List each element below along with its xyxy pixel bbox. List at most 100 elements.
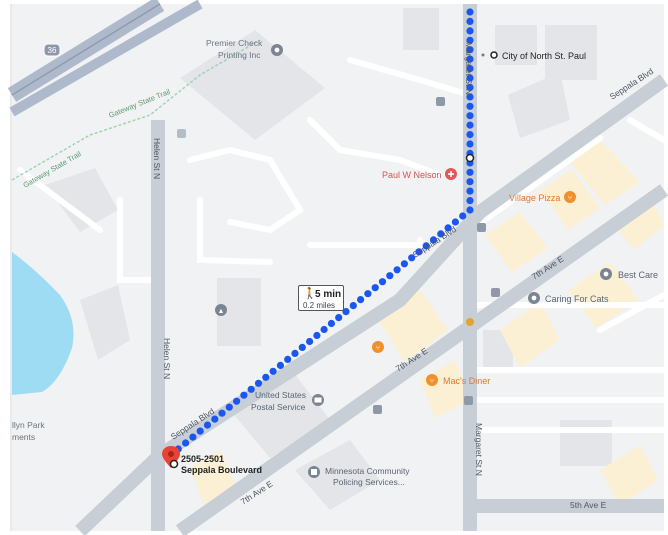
freeway bbox=[7, 0, 203, 117]
route-dot bbox=[444, 224, 452, 232]
svg-text:City of North St. Paul: City of North St. Paul bbox=[502, 51, 586, 61]
destination-dot-icon bbox=[169, 459, 179, 469]
route-dot bbox=[349, 302, 357, 310]
transit-stop-icons[interactable] bbox=[177, 97, 500, 414]
svg-text:Printing Inc: Printing Inc bbox=[218, 50, 261, 60]
svg-text:Policing Services...: Policing Services... bbox=[333, 477, 405, 487]
poi-premier[interactable]: Premier Check Printing Inc bbox=[206, 38, 283, 60]
building-premier bbox=[180, 30, 325, 140]
route-dot bbox=[466, 74, 474, 82]
route-dot bbox=[466, 187, 474, 195]
poi-restaurant-unnamed[interactable]: ⑂ bbox=[372, 341, 384, 353]
bus-stop-icon bbox=[436, 97, 445, 106]
building-southeast bbox=[560, 420, 612, 466]
route-dot bbox=[240, 391, 248, 399]
route-dot bbox=[247, 385, 255, 393]
route-duration-box[interactable]: 🚶 5 min 0.2 miles bbox=[298, 285, 344, 311]
local-roads bbox=[17, 57, 667, 433]
route-dot bbox=[218, 409, 226, 417]
commercial-1 bbox=[568, 140, 640, 205]
poi-dot-icon bbox=[490, 51, 498, 59]
svg-text:United States: United States bbox=[255, 390, 306, 400]
poi-best-care[interactable]: Best Care bbox=[600, 268, 658, 280]
commercial-6 bbox=[568, 262, 638, 328]
traffic-light-icon bbox=[466, 318, 474, 326]
bus-stop-icon bbox=[177, 129, 186, 138]
poi-lyn-park[interactable]: llyn Park ments bbox=[12, 420, 45, 442]
svg-text:Minnesota Community: Minnesota Community bbox=[325, 466, 410, 476]
route-dot bbox=[254, 379, 263, 387]
gateway-trail bbox=[11, 39, 261, 181]
commercial-9 bbox=[600, 445, 658, 505]
road-west-loop bbox=[117, 197, 153, 283]
walking-route bbox=[174, 8, 474, 453]
road-east-diagonal bbox=[597, 292, 667, 333]
road-curve-mid bbox=[307, 117, 443, 178]
svg-text:2505-2501: 2505-2501 bbox=[181, 454, 224, 464]
svg-text:ments: ments bbox=[12, 432, 35, 442]
route-dot bbox=[357, 296, 365, 304]
route-dot bbox=[284, 355, 292, 363]
poi-village-pizza[interactable]: Village Pizza ⑂ bbox=[509, 191, 576, 203]
poi-post-office[interactable]: United States Postal Service bbox=[251, 390, 324, 412]
route-dot bbox=[422, 242, 430, 250]
road-mid bbox=[307, 237, 423, 248]
route-dot bbox=[196, 427, 204, 435]
svg-text:Postal Service: Postal Service bbox=[251, 402, 306, 412]
restaurant-icon bbox=[372, 341, 384, 353]
poi-caring-for-cats[interactable]: Caring For Cats bbox=[528, 292, 609, 304]
walking-icon: 🚶 bbox=[303, 288, 317, 300]
poi-policing-services[interactable]: Minnesota Community Policing Services... bbox=[308, 466, 410, 487]
seppala-blvd-road bbox=[75, 74, 668, 535]
building-blocks bbox=[45, 8, 612, 510]
route-dot bbox=[211, 415, 219, 423]
route-dot bbox=[429, 236, 438, 244]
poi-paul-nelson[interactable]: Paul W Nelson ✚ bbox=[382, 168, 457, 180]
route-dot bbox=[233, 397, 241, 405]
svg-text:Mac's Diner: Mac's Diner bbox=[443, 376, 490, 386]
route-dot bbox=[313, 331, 321, 340]
restaurant-icon bbox=[564, 191, 576, 203]
route-dot bbox=[400, 260, 408, 268]
route-dot bbox=[466, 178, 474, 186]
building-southwest bbox=[80, 285, 130, 360]
route-dot bbox=[466, 168, 474, 176]
destination[interactable]: 2505-2501 Seppala Boulevard bbox=[162, 446, 262, 475]
road-northwest bbox=[17, 167, 103, 233]
main-roads bbox=[75, 4, 668, 535]
route-dot bbox=[203, 421, 212, 429]
poi-city-hall[interactable]: City of North St. Paul bbox=[481, 51, 587, 61]
street-label-helen-1: Helen St N bbox=[152, 138, 162, 179]
route-dot bbox=[466, 36, 474, 44]
svg-text:llyn Park: llyn Park bbox=[12, 420, 45, 430]
poi-macs-diner[interactable]: ⑂ Mac's Diner bbox=[426, 374, 490, 386]
7th-ave-road bbox=[175, 184, 668, 535]
route-dot bbox=[466, 27, 474, 35]
route-start-icon bbox=[465, 153, 475, 163]
route-dot bbox=[451, 218, 459, 226]
route-dot bbox=[189, 433, 197, 441]
route-dot bbox=[320, 325, 328, 334]
route-dot bbox=[466, 65, 474, 73]
route-dot bbox=[342, 308, 350, 316]
route-dot bbox=[466, 206, 474, 214]
route-dot bbox=[466, 46, 474, 54]
poi-school[interactable]: ▲ bbox=[215, 304, 227, 316]
route-dot bbox=[225, 403, 233, 411]
street-label-margaret-2: Margaret St N bbox=[474, 423, 484, 476]
svg-text:36: 36 bbox=[48, 46, 57, 55]
highway-shield: 36 bbox=[43, 43, 61, 57]
street-label-helen-2: Helen St N bbox=[162, 338, 172, 379]
route-dot bbox=[408, 254, 416, 262]
route-dot bbox=[393, 266, 401, 274]
svg-text:Village Pizza: Village Pizza bbox=[509, 193, 560, 203]
route-dot bbox=[182, 439, 190, 447]
commercial-10 bbox=[610, 195, 664, 250]
road-inner bbox=[197, 197, 273, 265]
svg-text:✚: ✚ bbox=[448, 170, 455, 179]
restaurant-icon bbox=[426, 374, 438, 386]
bus-stop-icon bbox=[477, 223, 486, 232]
route-dot bbox=[466, 8, 474, 16]
